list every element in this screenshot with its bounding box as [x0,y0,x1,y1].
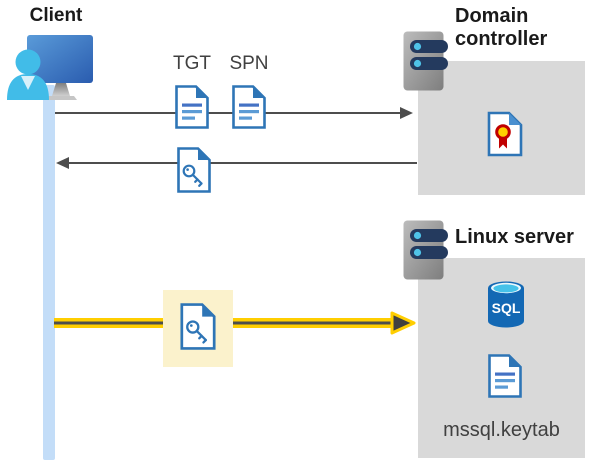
linux-server-server-icon [403,220,449,280]
spn-label: SPN [229,53,269,74]
client-title: Client [29,5,83,26]
domain-controller-title: Domain controller [455,5,548,50]
certificate-icon [487,111,523,157]
request-arrowhead-right-icon [400,107,413,119]
spn-document-icon [232,85,266,129]
service-ticket-key-document-icon [177,147,211,193]
tgt-document-icon [175,85,209,129]
linux-server-title: Linux server [455,226,574,248]
request-arrow-line [55,112,401,114]
sql-connection-arrowhead-icon [390,311,416,335]
sql-database-label: SQL [492,300,521,316]
client-timeline-band [43,85,55,460]
keytab-document-icon [488,353,522,399]
kerberos-key-document-icon [180,303,216,350]
domain-controller-server-icon [403,31,449,91]
response-arrow-line [68,162,417,164]
tgt-label: TGT [173,53,211,74]
keytab-filename-label: mssql.keytab [443,419,560,441]
sql-database-icon: SQL [486,280,526,328]
client-computer-user-icon [5,30,97,100]
response-arrowhead-left-icon [56,157,69,169]
